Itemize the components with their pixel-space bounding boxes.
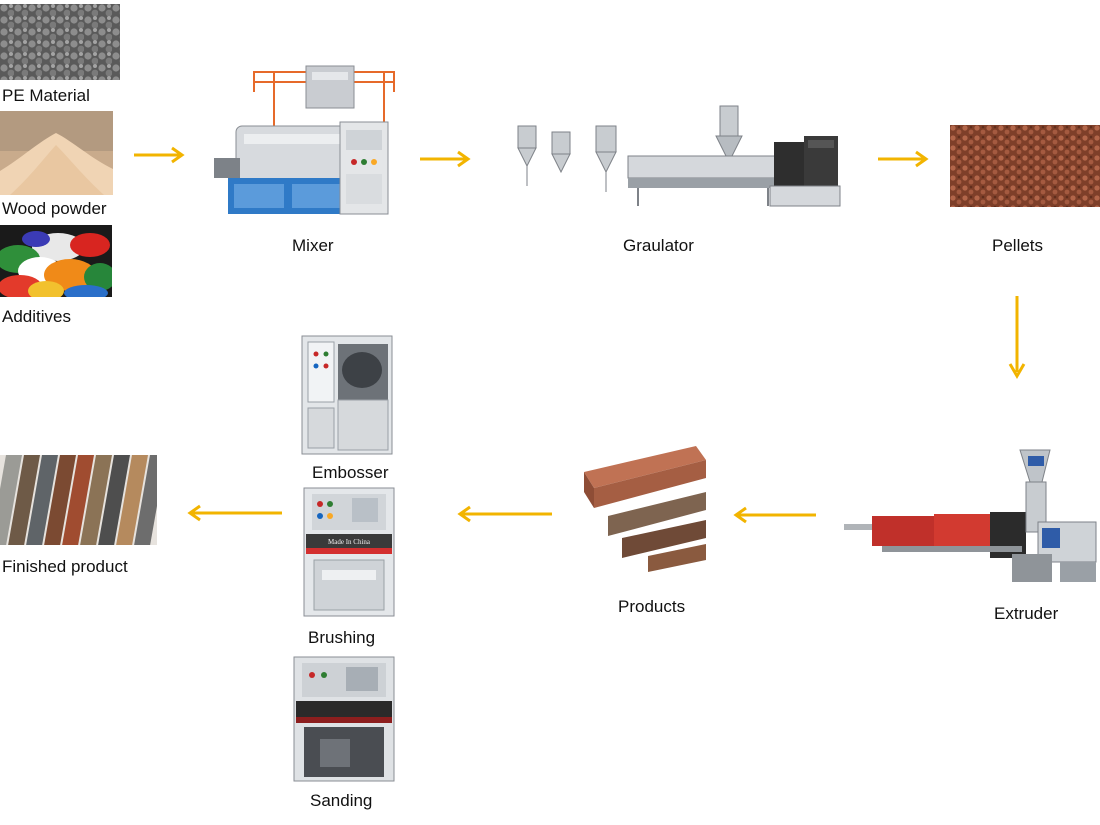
mixer-label: Mixer bbox=[292, 236, 334, 255]
arrow-right-icon bbox=[420, 150, 471, 168]
extruder-label: Extruder bbox=[994, 604, 1059, 623]
arrow-right-icon bbox=[878, 150, 929, 168]
brushing-image: Made In China bbox=[302, 486, 396, 618]
additives-label: Additives bbox=[2, 307, 71, 326]
wood-powder-label: Wood powder bbox=[2, 199, 107, 218]
pellets-label: Pellets bbox=[992, 236, 1044, 255]
sanding-image bbox=[290, 655, 398, 783]
mixer-image bbox=[214, 62, 400, 220]
pe-material-label: PE Material bbox=[2, 86, 90, 105]
arrow-down-icon bbox=[1008, 296, 1026, 379]
wood-powder-image bbox=[0, 111, 113, 195]
embosser-label: Embosser bbox=[312, 463, 389, 482]
arrow-right-icon bbox=[134, 146, 185, 164]
products-image bbox=[578, 446, 708, 572]
arrow-left-icon bbox=[733, 506, 816, 524]
sanding-label: Sanding bbox=[310, 791, 373, 810]
arrow-left-icon bbox=[457, 505, 552, 523]
granulator-image bbox=[508, 96, 844, 212]
granulator-label: Graulator bbox=[623, 236, 694, 255]
pellets-image bbox=[950, 125, 1100, 207]
made-in-china-text: Made In China bbox=[328, 538, 371, 546]
extruder-image bbox=[842, 442, 1100, 588]
pe-material-image bbox=[0, 4, 120, 80]
finished-product-image bbox=[0, 455, 157, 545]
products-label: Products bbox=[618, 597, 686, 616]
additives-image bbox=[0, 225, 112, 297]
brushing-label: Brushing bbox=[308, 628, 376, 647]
embosser-image bbox=[300, 334, 394, 456]
finished-product-label: Finished product bbox=[2, 557, 128, 576]
arrow-left-icon bbox=[187, 504, 282, 522]
